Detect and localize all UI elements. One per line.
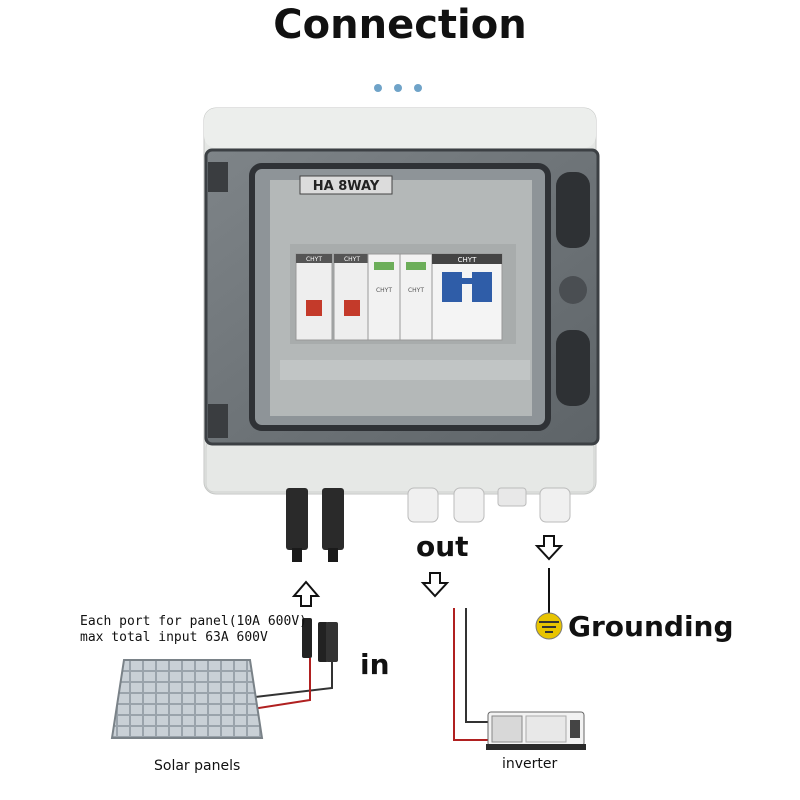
fuse-holder: CHYT [333,253,371,341]
surge-protector: CHYT [367,253,401,341]
din-devices: CHYT CHYT CHYT CHYT CHYT [295,253,503,341]
port-note-line1: Each port for panel(10A 600V) [80,614,307,629]
svg-text:CHYT: CHYT [458,256,477,264]
svg-text:CHYT: CHYT [408,287,424,294]
down-arrow-icon [420,572,450,598]
ground-icon [535,568,563,640]
solar-panel [110,659,264,739]
cable-glands [407,487,571,523]
svg-text:CHYT: CHYT [376,287,392,294]
surge-protector: CHYT [399,253,433,341]
inverter-device [486,711,586,750]
panel-connectors [245,618,338,711]
solar-panels-label: Solar panels [154,758,241,774]
circuit-breaker: CHYT [431,253,503,341]
inverter-label: inverter [502,756,558,772]
in-label: in [360,648,390,681]
port-note-line2: max total input 63A 600V [80,630,268,645]
output-wires [453,608,498,741]
svg-text:CHYT: CHYT [306,256,322,263]
down-arrow-icon [534,535,564,561]
mc4-input-connectors [286,488,344,562]
out-label: out [416,530,469,563]
fuse-holder: CHYT [295,253,333,341]
enclosure-label: HA 8WAY [313,179,380,194]
up-arrow-icon [291,580,321,607]
page-title: Connection [273,2,527,48]
grounding-label: Grounding [568,610,734,643]
decorative-dots [374,84,422,92]
svg-text:CHYT: CHYT [344,256,360,263]
